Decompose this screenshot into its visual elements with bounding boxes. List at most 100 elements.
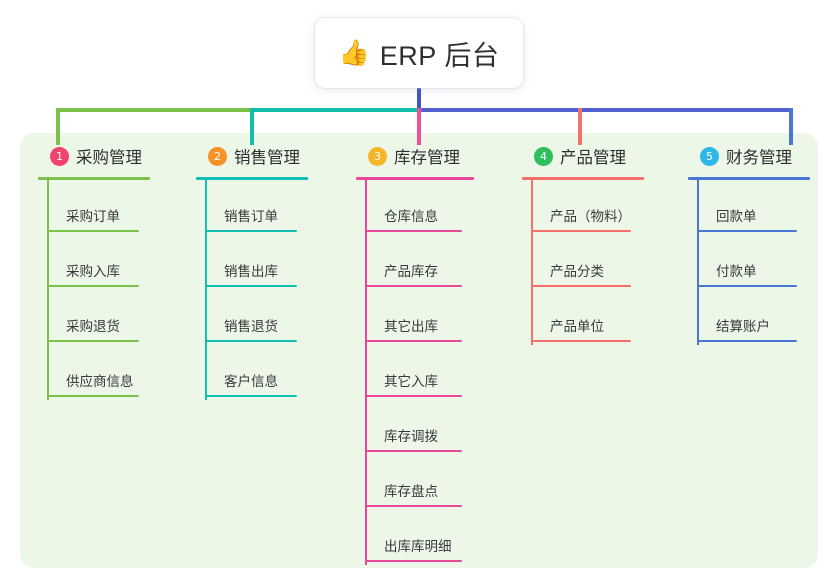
column-number-badge: 4 [534,146,553,166]
column-header-销售管理[interactable]: 2 销售管理 [196,144,308,168]
column-number-badge: 1 [50,146,69,166]
column-财务管理: 5 财务管理回款单付款单结算账户 [688,144,810,345]
menu-item[interactable]: 产品（物料） [522,180,644,235]
column-number-badge: 2 [208,146,227,166]
column-title: 库存管理 [394,149,460,167]
column-items: 仓库信息产品库存其它出库其它入库库存调拨库存盘点出库库明细 [356,180,474,565]
menu-item-label: 销售出库 [224,264,278,279]
menu-item-label: 客户信息 [224,374,278,389]
menu-item[interactable]: 采购订单 [38,180,150,235]
column-header-产品管理[interactable]: 4 产品管理 [522,144,644,168]
menu-item-label: 结算账户 [716,319,770,334]
menu-item[interactable]: 销售出库 [196,235,308,290]
menu-item-rule [365,450,462,452]
menu-item[interactable]: 其它出库 [356,290,474,345]
menu-item[interactable]: 库存盘点 [356,455,474,510]
menu-item-label: 产品单位 [550,319,604,334]
menu-item[interactable]: 供应商信息 [38,345,150,400]
column-销售管理: 2 销售管理销售订单销售出库销售退货客户信息 [196,144,308,400]
menu-item-label: 付款单 [716,264,757,279]
menu-item-rule [697,230,798,232]
menu-item[interactable]: 产品分类 [522,235,644,290]
root-title: ERP 后台 [379,40,500,71]
menu-item-label: 库存调拨 [384,429,438,444]
diagram-panel [20,133,818,568]
menu-item[interactable]: 销售退货 [196,290,308,345]
column-items: 销售订单销售出库销售退货客户信息 [196,180,308,400]
menu-item-label: 供应商信息 [66,374,134,389]
menu-item-rule [47,340,139,342]
menu-item-label: 销售订单 [224,209,278,224]
menu-item[interactable]: 结算账户 [688,290,810,345]
column-header-rule [356,177,474,180]
menu-item-rule [531,285,632,287]
menu-item-label: 采购入库 [66,264,120,279]
menu-item-rule [205,340,297,342]
column-header-rule [688,177,810,180]
column-items: 回款单付款单结算账户 [688,180,810,345]
column-spine-line [47,180,49,400]
menu-item[interactable]: 出库库明细 [356,510,474,565]
column-header-库存管理[interactable]: 3 库存管理 [356,144,474,168]
column-采购管理: 1 采购管理采购订单采购入库采购退货供应商信息 [38,144,150,400]
menu-item-label: 库存盘点 [384,484,438,499]
menu-item[interactable]: 库存调拨 [356,400,474,455]
menu-item-rule [531,230,632,232]
menu-item-rule [697,285,798,287]
column-header-rule [522,177,644,180]
menu-item-rule [205,230,297,232]
menu-item-rule [365,560,462,562]
column-产品管理: 4 产品管理产品（物料） 产品分类产品单位 [522,144,644,345]
column-spine-line [697,180,699,345]
menu-item[interactable]: 销售订单 [196,180,308,235]
column-title: 产品管理 [560,149,626,167]
menu-item-label: 产品（物料） [550,209,631,224]
menu-item-label: 产品库存 [384,264,438,279]
menu-item-rule [697,340,798,342]
column-header-财务管理[interactable]: 5 财务管理 [688,144,810,168]
column-header-rule [196,177,308,180]
root-node[interactable]: 👍 ERP 后台 [315,18,523,88]
menu-item-rule [531,340,632,342]
menu-item[interactable]: 仓库信息 [356,180,474,235]
menu-item-rule [205,395,297,397]
menu-item-label: 销售退货 [224,319,278,334]
column-number-badge: 5 [700,146,719,166]
column-items: 采购订单采购入库采购退货供应商信息 [38,180,150,400]
menu-item-rule [205,285,297,287]
menu-item-label: 采购退货 [66,319,120,334]
menu-item-rule [365,285,462,287]
menu-item-rule [47,230,139,232]
menu-item[interactable]: 采购退货 [38,290,150,345]
menu-item-rule [47,285,139,287]
menu-item-label: 其它出库 [384,319,438,334]
menu-item-rule [365,230,462,232]
menu-item-label: 采购订单 [66,209,120,224]
menu-item-label: 产品分类 [550,264,604,279]
menu-item-rule [365,340,462,342]
menu-item[interactable]: 产品库存 [356,235,474,290]
column-header-采购管理[interactable]: 1 采购管理 [38,144,150,168]
column-title: 销售管理 [234,149,300,167]
column-number-badge: 3 [368,146,387,166]
column-header-rule [38,177,150,180]
menu-item[interactable]: 付款单 [688,235,810,290]
menu-item[interactable]: 采购入库 [38,235,150,290]
column-title: 采购管理 [76,149,142,167]
column-spine-line [365,180,367,565]
column-title: 财务管理 [726,149,792,167]
column-items: 产品（物料） 产品分类产品单位 [522,180,644,345]
menu-item-rule [47,395,139,397]
column-spine-line [205,180,207,400]
menu-item[interactable]: 回款单 [688,180,810,235]
menu-item[interactable]: 其它入库 [356,345,474,400]
menu-item-label: 出库库明细 [384,539,452,554]
menu-item[interactable]: 产品单位 [522,290,644,345]
menu-item-label: 仓库信息 [384,209,438,224]
column-库存管理: 3 库存管理仓库信息产品库存其它出库其它入库库存调拨库存盘点出库库明细 [356,144,474,565]
thumbs-up-icon: 👍 [338,38,370,67]
menu-item[interactable]: 客户信息 [196,345,308,400]
menu-item-label: 回款单 [716,209,757,224]
column-spine-line [531,180,533,345]
